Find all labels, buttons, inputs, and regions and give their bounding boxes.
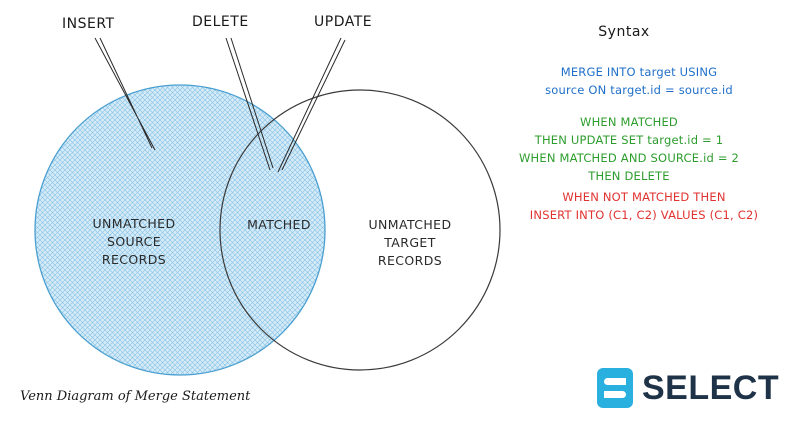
s-logo-icon bbox=[597, 368, 633, 408]
unmatched-source-label: UNMATCHED SOURCE RECORDS bbox=[92, 216, 175, 267]
svg-text:UNMATCHED: UNMATCHED bbox=[92, 216, 175, 231]
svg-text:THEN DELETE: THEN DELETE bbox=[587, 169, 669, 183]
svg-text:WHEN NOT MATCHED THEN: WHEN NOT MATCHED THEN bbox=[562, 190, 725, 204]
syntax-heading: Syntax bbox=[598, 24, 649, 40]
source-circle bbox=[34, 84, 326, 376]
svg-text:RECORDS: RECORDS bbox=[102, 252, 166, 267]
update-label: UPDATE bbox=[314, 14, 372, 30]
svg-text:MERGE INTO target USING: MERGE INTO target USING bbox=[561, 65, 718, 79]
target-circle bbox=[219, 89, 501, 371]
svg-text:THEN UPDATE SET target.id = 1: THEN UPDATE SET target.id = 1 bbox=[534, 133, 724, 147]
brand-name: SELECT bbox=[642, 368, 780, 407]
svg-text:INSERT INTO (C1, C2) VALUES (C: INSERT INTO (C1, C2) VALUES (C1, C2) bbox=[530, 208, 758, 222]
matched-label: MATCHED bbox=[247, 217, 311, 232]
svg-text:RECORDS: RECORDS bbox=[378, 253, 442, 268]
unmatched-target-label: UNMATCHED TARGET RECORDS bbox=[368, 217, 451, 268]
svg-text:WHEN MATCHED AND SOURCE.id = 2: WHEN MATCHED AND SOURCE.id = 2 bbox=[519, 151, 739, 165]
select-logo: SELECT bbox=[597, 366, 779, 410]
svg-text:WHEN MATCHED: WHEN MATCHED bbox=[580, 115, 678, 129]
delete-label: DELETE bbox=[192, 14, 249, 30]
pointer-lines bbox=[94, 37, 346, 173]
insert-label: INSERT bbox=[62, 16, 115, 32]
svg-text:SOURCE: SOURCE bbox=[107, 234, 161, 249]
svg-text:source ON target.id = source.i: source ON target.id = source.id bbox=[545, 83, 733, 97]
svg-text:TARGET: TARGET bbox=[383, 235, 436, 250]
diagram-caption: Venn Diagram of Merge Statement bbox=[20, 389, 251, 404]
when-matched-block: WHEN MATCHED THEN UPDATE SET target.id =… bbox=[519, 115, 739, 183]
svg-text:UNMATCHED: UNMATCHED bbox=[368, 217, 451, 232]
when-not-matched-block: WHEN NOT MATCHED THEN INSERT INTO (C1, C… bbox=[530, 190, 758, 222]
merge-into-block: MERGE INTO target USING source ON target… bbox=[545, 65, 733, 97]
